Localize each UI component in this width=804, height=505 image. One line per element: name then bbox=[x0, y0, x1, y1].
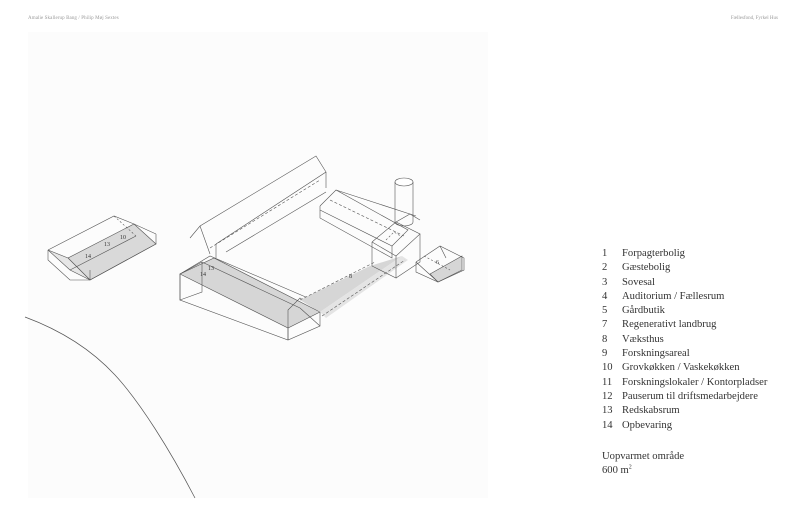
area-value: 600 m2 bbox=[602, 464, 684, 478]
legend-number: 4 bbox=[602, 290, 608, 302]
area-value-text: 600 m bbox=[602, 465, 629, 476]
legend-label: Forskningslokaler / Kontorpladser bbox=[622, 376, 768, 388]
legend-item: 2 Gæstebolig bbox=[602, 261, 792, 275]
legend-number: 9 bbox=[602, 348, 608, 360]
legend-label: Forskningsareal bbox=[622, 348, 690, 360]
legend-number: 13 bbox=[602, 405, 613, 417]
legend-list: 1 Forpagterbolig 2 Gæstebolig 3 Sovesal 4 Audit… bbox=[602, 247, 792, 433]
label-13a: 13 bbox=[104, 242, 110, 248]
legend-item: 10 Grovkøkken / Vaskekøkken bbox=[602, 361, 792, 375]
legend: 1 Forpagterbolig 2 Gæstebolig 3 Sovesal 4 Audit… bbox=[602, 247, 792, 433]
coastline-line bbox=[24, 316, 196, 499]
area-title: Uopvarmet område bbox=[602, 451, 685, 462]
legend-item: 3 Sovesal bbox=[602, 276, 792, 290]
legend-label: Gæstebolig bbox=[622, 262, 671, 274]
legend-item: 1 Forpagterbolig bbox=[602, 247, 792, 261]
header-authors: Amalie Skallerup Bang / Philip Møj Sexte… bbox=[28, 16, 119, 21]
legend-label: Regenerativt landbrug bbox=[622, 319, 717, 331]
legend-label: Redskabsrum bbox=[622, 405, 680, 417]
small-building-6 bbox=[415, 245, 465, 283]
legend-label: Gårdbutik bbox=[622, 305, 665, 317]
area-block: Uopvarmet område 600 m2 bbox=[602, 450, 684, 478]
legend-item: 4 Auditorium / Fællesrum bbox=[602, 290, 792, 304]
legend-label: Auditorium / Fællesrum bbox=[622, 290, 725, 302]
main-building-right bbox=[319, 189, 417, 259]
legend-number: 1 bbox=[602, 248, 608, 259]
legend-item: 13 Redskabsrum bbox=[602, 404, 792, 418]
main-building-back bbox=[189, 155, 327, 258]
label-13b: 13 bbox=[208, 266, 214, 272]
legend-item: 11 Forskningslokaler / Kontorpladser bbox=[602, 376, 792, 390]
legend-item: 14 Opbevaring bbox=[602, 419, 792, 433]
legend-number: 8 bbox=[602, 333, 608, 345]
legend-number: 11 bbox=[602, 376, 613, 388]
legend-label: Forpagterbolig bbox=[622, 248, 685, 259]
legend-number: 14 bbox=[602, 419, 613, 431]
legend-number: 2 bbox=[602, 262, 608, 274]
greenhouse-8 bbox=[299, 256, 408, 318]
label-8: 8 bbox=[349, 274, 352, 280]
label-6: 6 bbox=[436, 260, 439, 266]
legend-item: 12 Pauserum til driftsmedarbejdere bbox=[602, 390, 792, 404]
axonometric-svg: 14 13 10 13 14 8 6 bbox=[24, 32, 488, 499]
silo bbox=[394, 177, 414, 227]
legend-number: 5 bbox=[602, 305, 608, 317]
label-14b: 14 bbox=[200, 272, 206, 278]
tower-building bbox=[371, 213, 421, 279]
label-10: 10 bbox=[120, 235, 126, 241]
area-unit-sup: 2 bbox=[628, 464, 632, 471]
legend-label: Pauserum til driftsmedarbejdere bbox=[622, 390, 758, 402]
label-14a: 14 bbox=[85, 254, 91, 260]
axonometric-drawing: 14 13 10 13 14 8 6 bbox=[20, 30, 490, 500]
legend-number: 12 bbox=[602, 390, 613, 402]
legend-number: 3 bbox=[602, 276, 608, 288]
legend-label: Sovesal bbox=[622, 276, 655, 288]
legend-item: 9 Forskningsareal bbox=[602, 347, 792, 361]
small-building-left bbox=[47, 215, 157, 281]
legend-label: Væksthus bbox=[622, 333, 664, 345]
legend-label: Opbevaring bbox=[622, 419, 673, 431]
legend-item: 8 Væksthus bbox=[602, 333, 792, 347]
legend-number: 7 bbox=[602, 319, 608, 331]
legend-label: Grovkøkken / Vaskekøkken bbox=[622, 362, 740, 374]
legend-item: 7 Regenerativt landbrug bbox=[602, 318, 792, 332]
header-title: Fællesfond, Fyrkel Hus bbox=[730, 16, 778, 21]
legend-number: 10 bbox=[602, 362, 613, 374]
legend-item: 5 Gårdbutik bbox=[602, 304, 792, 318]
